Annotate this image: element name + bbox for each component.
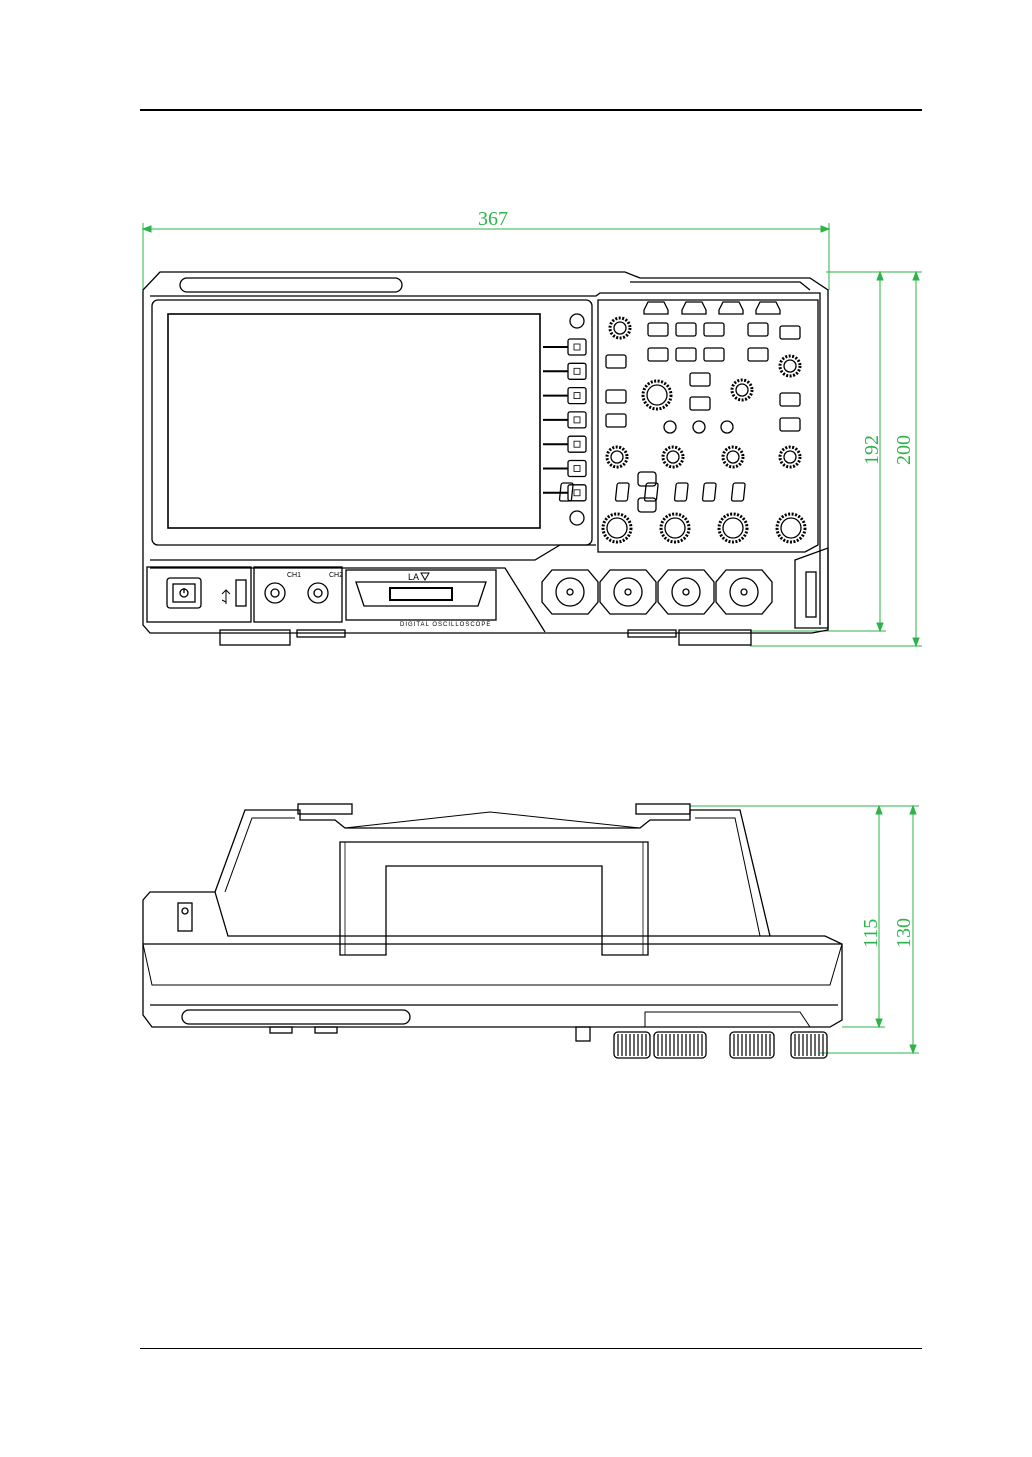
knob-profile [791, 1032, 827, 1058]
panel-button[interactable] [648, 323, 668, 336]
channel-button[interactable] [731, 483, 745, 501]
control-knob[interactable] [732, 380, 752, 400]
bottom-dimensions [690, 806, 919, 1053]
panel-button[interactable] [780, 393, 800, 406]
probe-compensation [795, 548, 828, 628]
rear-housing [215, 810, 770, 936]
bnc-channel-input[interactable] [716, 570, 772, 614]
analog-inputs [542, 570, 772, 614]
panel-button[interactable] [606, 414, 626, 427]
panel-button[interactable] [690, 373, 710, 386]
height-dimension-192-label: 192 [861, 435, 883, 465]
panel-button[interactable] [748, 348, 768, 361]
usb-icon [222, 590, 230, 604]
bnc-channel-input[interactable] [542, 570, 598, 614]
round-button[interactable] [693, 421, 705, 433]
panel-button[interactable] [638, 498, 656, 512]
probe-comp-connector [576, 1027, 590, 1041]
bottom-view: 115 130 [143, 804, 919, 1058]
softkey-button[interactable] [568, 412, 586, 428]
panel-button[interactable] [748, 323, 768, 336]
front-view: 367 192 200 [143, 208, 922, 646]
panel-button[interactable] [704, 323, 724, 336]
panel-button[interactable] [780, 418, 800, 431]
round-button[interactable] [664, 421, 676, 433]
softkey-button[interactable] [568, 485, 586, 501]
display-screen [168, 314, 540, 528]
softkey-button[interactable] [568, 436, 586, 452]
channel-button[interactable] [615, 483, 629, 501]
control-knob[interactable] [780, 447, 800, 467]
usb-port[interactable] [236, 580, 246, 606]
back-button[interactable] [570, 511, 584, 525]
softkey-button[interactable] [568, 461, 586, 477]
height-dimension-200-label: 200 [893, 435, 915, 465]
panel-button[interactable] [780, 326, 800, 339]
control-knob[interactable] [607, 447, 627, 467]
depth-dimension-130-label: 130 [893, 918, 915, 948]
panel-button[interactable] [606, 390, 626, 403]
generator-output-1[interactable] [265, 583, 285, 603]
top-slot [180, 278, 402, 292]
control-knob[interactable] [610, 318, 630, 338]
panel-button[interactable] [648, 348, 668, 361]
softkey-button[interactable] [568, 363, 586, 379]
menu-on-off-button[interactable] [570, 314, 584, 328]
panel-button[interactable] [704, 348, 724, 361]
kensington-lock [178, 903, 192, 931]
bnc-channel-input[interactable] [658, 570, 714, 614]
round-button[interactable] [721, 421, 733, 433]
softkey-button[interactable] [568, 339, 586, 355]
ch1-label: CH1 [287, 572, 301, 579]
width-dimension-label: 367 [478, 208, 508, 230]
channel-button[interactable] [702, 483, 716, 501]
screen-bezel [152, 300, 592, 545]
ch2-label: CH2 [329, 572, 343, 579]
la-connector-panel [346, 570, 496, 620]
control-knob[interactable] [663, 447, 683, 467]
front-knobs-profile [614, 1032, 827, 1058]
depth-dimension-115-label: 115 [860, 919, 882, 948]
top-function-keys [644, 302, 780, 314]
panel-button[interactable] [606, 355, 626, 368]
control-buttons [559, 323, 800, 512]
la-label: LA [408, 572, 419, 582]
softkey-button[interactable] [568, 388, 586, 404]
function-key[interactable] [644, 302, 668, 314]
foot-right [679, 630, 751, 645]
bottom-slot [182, 1010, 410, 1024]
softkey-column [543, 314, 586, 525]
panel-button[interactable] [676, 348, 696, 361]
function-key[interactable] [756, 302, 780, 314]
panel-button[interactable] [676, 323, 696, 336]
function-key[interactable] [719, 302, 743, 314]
control-knob[interactable] [780, 356, 800, 376]
panel-button[interactable] [690, 397, 710, 410]
bnc-channel-input[interactable] [600, 570, 656, 614]
function-key[interactable] [682, 302, 706, 314]
knob-profile [614, 1032, 650, 1058]
la-connector[interactable] [356, 582, 486, 606]
bottom-body-outline [143, 892, 842, 1027]
product-label: DIGITAL OSCILLOSCOPE [400, 622, 491, 628]
carry-handle[interactable] [340, 842, 648, 955]
generator-output-2[interactable] [308, 583, 328, 603]
knob-profile [730, 1032, 774, 1058]
foot-left [220, 630, 290, 645]
channel-button[interactable] [674, 483, 688, 501]
control-knob[interactable] [723, 447, 743, 467]
